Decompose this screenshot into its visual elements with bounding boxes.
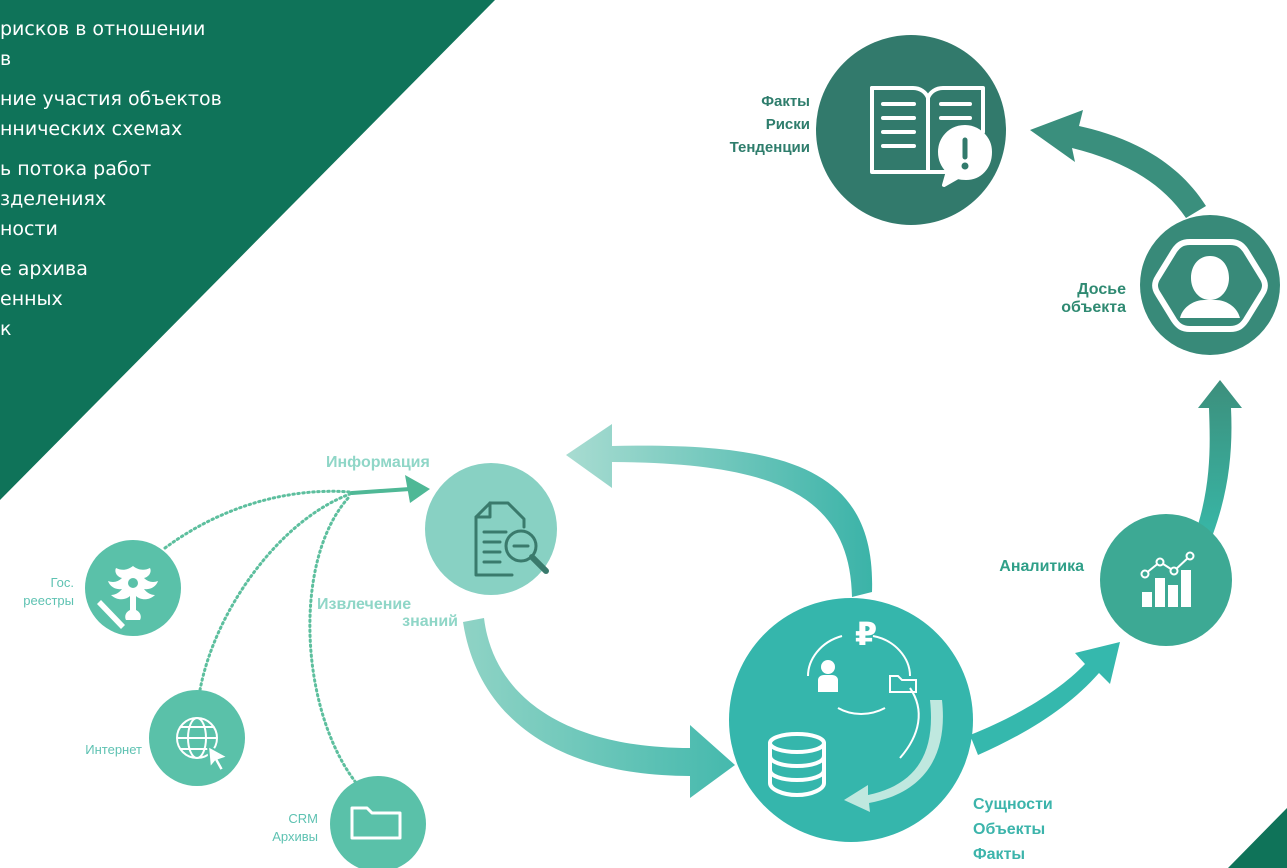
- dossier-label-line: Досье: [1077, 281, 1126, 298]
- folder-icon: [350, 806, 402, 840]
- arrow-entities-to-analytics: [970, 642, 1120, 755]
- svg-text:₽: ₽: [855, 615, 877, 653]
- gov-registry-label: Гос. реестры: [2, 574, 74, 610]
- gov-registry-label-line: Гос.: [50, 575, 74, 590]
- entities-label-line: Сущности: [973, 796, 1053, 813]
- crm-label: CRM Архивы: [220, 810, 318, 846]
- internet-label: Интернет: [85, 742, 142, 757]
- panel-text-list: рисков в отношении в ние участия объекто…: [0, 14, 290, 354]
- analytics-label: Аналитика: [999, 558, 1084, 575]
- gov-registry-label-line: реестры: [23, 593, 74, 608]
- crm-label-line: CRM: [288, 811, 318, 826]
- results-label: Факты Риски Тенденции: [676, 90, 810, 159]
- arrow-extraction-to-entities: [463, 618, 735, 798]
- entities-label-line: Факты: [973, 846, 1026, 863]
- document-search-icon: [474, 501, 549, 577]
- source-connectors: [163, 487, 412, 792]
- analytics-circle: [1100, 514, 1232, 646]
- corner-accent: [1228, 808, 1287, 868]
- panel-item: е архива енных к: [0, 258, 88, 340]
- panel-item: ние участия объектов ннических схемах: [0, 88, 222, 140]
- arrowhead-into-information: [405, 475, 430, 503]
- open-book-alert-icon: [870, 86, 992, 187]
- coat-of-arms-icon: [97, 566, 158, 629]
- database-cycle-icon: ₽: [768, 615, 943, 812]
- entities-label: Сущности Объекты Факты: [973, 792, 1113, 867]
- arrow-analytics-to-dossier: [1197, 380, 1242, 534]
- globe-cursor-icon: [176, 717, 231, 773]
- results-label-line: Тенденции: [729, 139, 810, 156]
- information-label: Информация: [326, 454, 430, 471]
- panel-item: ь потока работ зделениях ности: [0, 158, 152, 240]
- results-label-line: Факты: [761, 93, 810, 110]
- arrow-entities-to-information: [566, 424, 873, 597]
- corner-panel: [0, 0, 495, 500]
- extraction-label: Извлечение знаний: [300, 596, 458, 630]
- crm-circle: [330, 776, 426, 868]
- arrow-dossier-to-results: [1030, 110, 1206, 218]
- extraction-label-line: Извлечение: [317, 596, 412, 613]
- person-profile-icon: [1152, 239, 1268, 332]
- results-label-line: Риски: [765, 116, 810, 133]
- dossier-label-line: объекта: [1061, 299, 1126, 316]
- bar-chart-icon: [1140, 551, 1195, 607]
- entities-label-line: Объекты: [973, 821, 1046, 838]
- panel-item: рисков в отношении в: [0, 18, 206, 70]
- dossier-label: Досье объекта: [1000, 281, 1126, 317]
- extraction-label-line: знаний: [402, 613, 458, 630]
- crm-label-line: Архивы: [272, 829, 318, 844]
